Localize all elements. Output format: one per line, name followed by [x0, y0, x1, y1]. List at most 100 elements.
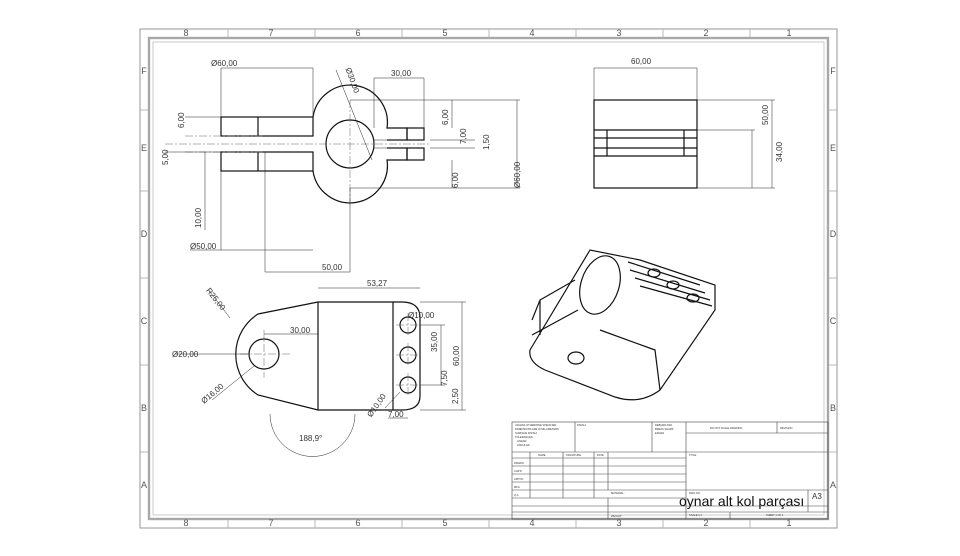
dim-top-angle-arc: [269, 413, 356, 457]
front-view-ring-body: [312, 84, 408, 204]
tb-row-label: DRAWN: [514, 461, 524, 465]
isometric-view: [529, 249, 716, 401]
top-view: 53,27 R25,00 30,00 Ø10,00 Ø20,00 35,00 6…: [172, 279, 466, 457]
side-view-block: [593, 99, 698, 189]
tb-header-col: SIGNATURE: [566, 453, 581, 457]
zone-row-label: B: [141, 403, 147, 413]
tb-title-label: TITLE:: [689, 453, 697, 457]
zone-col-label: 1: [786, 28, 791, 38]
dim-side-h50: 50,00: [761, 104, 770, 125]
dim-front-w50: 50,00: [322, 263, 343, 272]
zone-ticks: [140, 29, 837, 528]
tb-header-col: NAME: [538, 453, 546, 457]
tb-revision: REVISION: [780, 426, 793, 430]
dim-front-h6-bot: 6,00: [451, 172, 460, 188]
zone-row-label: E: [830, 143, 836, 153]
tb-finish: FINISH:: [577, 423, 587, 427]
zone-row-label: D: [830, 229, 837, 239]
top-view-outline: [235, 301, 421, 411]
dim-front-d50: Ø50,00: [190, 242, 217, 251]
dim-top-d10b: Ø10,00: [365, 392, 388, 419]
iso-pivot-hole: [567, 351, 585, 365]
zone-col-label: 7: [268, 28, 273, 38]
sheet-outer-border: [139, 28, 838, 529]
zone-row-label: D: [141, 229, 148, 239]
zone-col-label: 7: [268, 518, 273, 528]
dim-top-h35: 35,00: [430, 331, 439, 352]
tb-unless-line: UNLESS OTHERWISE SPECIFIED:: [515, 423, 557, 427]
iso-bore: [579, 255, 621, 315]
zone-col-label: 4: [529, 518, 534, 528]
tb-scale: SCALE:1:1: [689, 513, 702, 517]
iso-body: [529, 249, 716, 401]
tb-dwg-no: DWG NO.: [689, 491, 701, 495]
title-block: UNLESS OTHERWISE SPECIFIED: DIMENSIONS A…: [511, 421, 829, 520]
tb-unless-line: TOLERANCES:: [515, 435, 534, 439]
tb-material: MATERIAL:: [611, 491, 625, 495]
zone-labels-right: F E D C B A: [830, 66, 837, 490]
zone-col-label: 3: [616, 28, 621, 38]
front-view-upper-arm: [220, 116, 314, 137]
zone-row-label: F: [141, 66, 147, 76]
tb-header-col: DATE: [597, 453, 604, 457]
dim-front-d30: Ø30,00: [344, 66, 362, 94]
dim-top-d16: Ø16,00: [200, 381, 226, 405]
tb-weight: WEIGHT:: [611, 514, 622, 518]
tb-row-label: Q.A: [514, 493, 519, 497]
dim-top-h60: 60,00: [452, 345, 461, 366]
tb-unless-line: LINEAR:: [517, 439, 527, 443]
zone-col-label: 2: [703, 518, 708, 528]
dim-front-w6-left: 6,00: [177, 112, 186, 128]
tb-row-label: APPV'D: [514, 477, 523, 481]
zone-col-label: 5: [442, 28, 447, 38]
dim-side-w60: 60,00: [631, 57, 652, 66]
zone-row-label: B: [830, 403, 836, 413]
dim-front-d60-right: Ø60,00: [513, 161, 522, 188]
tb-size: A3: [812, 492, 822, 501]
tb-sheet: SHEET 1 OF 1: [766, 513, 784, 517]
sheet-inner-border: [147, 36, 830, 521]
zone-row-label: C: [830, 316, 837, 326]
zone-row-label: F: [830, 66, 836, 76]
zone-col-label: 2: [703, 28, 708, 38]
tb-unless-line: SURFACE FINISH:: [515, 431, 537, 435]
zone-labels-top: 8 7 6 5 4 3 2 1: [183, 28, 791, 38]
dim-front-d10: 10,00: [194, 207, 203, 228]
dim-front-d5: 5,00: [161, 149, 170, 165]
tb-unless-line: ANGULAR:: [517, 443, 531, 447]
zone-col-label: 6: [355, 28, 360, 38]
dim-top-angle: 188,9°: [299, 434, 322, 443]
dim-top-w7: 7,00: [388, 410, 404, 419]
dim-front-w30: 30,00: [391, 69, 412, 78]
iso-hole: [686, 293, 700, 303]
zone-col-label: 4: [529, 28, 534, 38]
dim-top-w30: 30,00: [290, 326, 311, 335]
zone-labels-left: F E D C B A: [141, 66, 148, 490]
dim-top-d10: Ø10,00: [408, 311, 435, 320]
tb-deburr: BREAK SHARP: [655, 427, 674, 431]
zone-labels-bottom: 8 7 6 5 4 3 2 1: [183, 518, 791, 528]
zone-col-label: 5: [442, 518, 447, 528]
dim-front-h6-top: 6,00: [441, 109, 450, 125]
front-view: Ø60,00 Ø30,00 30,00 6,00 6,00 5,00 7,00 …: [161, 59, 522, 273]
dim-front-d60: Ø60,00: [211, 59, 238, 68]
dim-top-h7-5: 7,50: [440, 370, 449, 386]
dim-front-d1-5: 1,50: [482, 134, 491, 150]
dim-top-r25: R25,00: [204, 286, 227, 312]
zone-col-label: 1: [786, 518, 791, 528]
tb-deburr: DEBURR AND: [655, 423, 672, 427]
iso-hole: [647, 268, 661, 278]
zone-row-label: A: [141, 480, 147, 490]
tb-unless-line: DIMENSIONS ARE IN MILLIMETERS: [515, 427, 559, 431]
tb-part-name: oynar alt kol parçası: [679, 493, 804, 509]
tb-do-not-scale: DO NOT SCALE DRAWING: [710, 426, 742, 430]
dim-top-d20: Ø20,00: [172, 350, 199, 359]
tb-row-label: MFG: [514, 485, 520, 489]
zone-row-label: E: [141, 143, 147, 153]
zone-col-label: 6: [355, 518, 360, 528]
dim-side-h34: 34,00: [775, 141, 784, 162]
side-view: 60,00 50,00 34,00: [593, 57, 784, 189]
tb-row-label: CHK'D: [514, 469, 522, 473]
zone-col-label: 3: [616, 518, 621, 528]
